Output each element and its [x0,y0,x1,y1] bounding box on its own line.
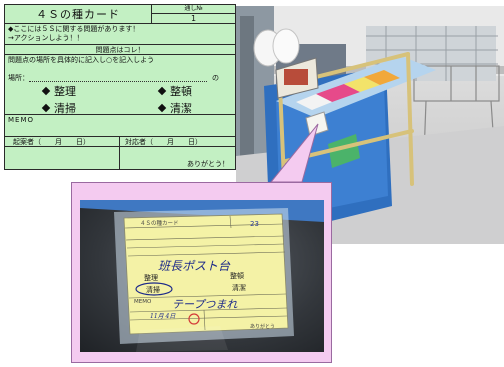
memo-label: MEMO [8,116,35,124]
closeup-item-3: 清掃 [146,285,160,294]
form-title-row: ４Ｓの種カード 通し№ 1 [5,5,235,24]
place-suffix: の [212,74,219,82]
intro-line-1: ◆ここには５Ｓに関する問題があります！ [8,25,140,33]
item-seiketsu: 清潔 [157,100,192,116]
intro-line-2: →アクションしよう！！ [8,34,84,42]
closeup-item-4: 清潔 [232,283,246,292]
item-label: 整頓 [170,85,192,98]
raiser-label: 起案者（ 月 日） [13,138,90,146]
signature-area [5,136,235,171]
form-title: ４Ｓの種カード [5,5,152,24]
closeup-handwritten-date: 11月 4日 [150,313,176,320]
closeup-handwritten-place: 班長ポスト台 [158,259,231,273]
item-seiri: 整理 [41,83,76,99]
memo-divider [5,114,235,115]
circled-mark [135,282,173,296]
closeup-serial: 23 [250,220,259,228]
thanks-text: ありがとう！ [187,160,229,168]
instruction-text: 問題点の場所を具体的に記入し○を記入しよう [8,56,155,64]
item-label: 整理 [54,85,76,98]
item-seiton: 整頓 [157,83,192,99]
factory-photo [236,6,504,244]
serial-number-value: 1 [190,14,197,23]
place-label: 場所： [8,74,29,82]
closeup-scene: ４Ｓの種カード 23 班長ポスト台 整理 整頓 清掃 清潔 MEMO テープつま… [80,200,324,352]
responder-label: 対応者（ 月 日） [125,138,202,146]
serial-number-label: 通し№ [152,5,235,14]
seed-card-form: ４Ｓの種カード 通し№ 1 ◆ここには５Ｓに関する問題があります！ →アクション… [4,4,236,170]
closeup-memo-label: MEMO [134,299,152,305]
closeup-item-2: 整頓 [230,271,244,280]
problem-heading: 問題点はコレ！ [5,45,235,55]
closeup-thanks: ありがとう [250,323,275,330]
closeup-handwritten-memo: テープつまれ [172,298,238,311]
place-underline [29,81,207,82]
form-intro: ◆ここには５Ｓに関する問題があります！ →アクションしよう！！ [5,24,235,45]
item-label: 清潔 [170,102,192,115]
closeup-photo: ４Ｓの種カード 23 班長ポスト台 整理 整頓 清掃 清潔 MEMO テープつま… [80,200,324,352]
item-seisou: 清掃 [41,100,76,116]
closeup-title: ４Ｓの種カード [140,219,179,227]
signature-divider [5,146,235,147]
item-label: 清掃 [54,102,76,115]
hanko-stamp [188,313,200,325]
closeup-item-1: 整理 [144,273,158,282]
signature-column-divider [119,136,120,170]
